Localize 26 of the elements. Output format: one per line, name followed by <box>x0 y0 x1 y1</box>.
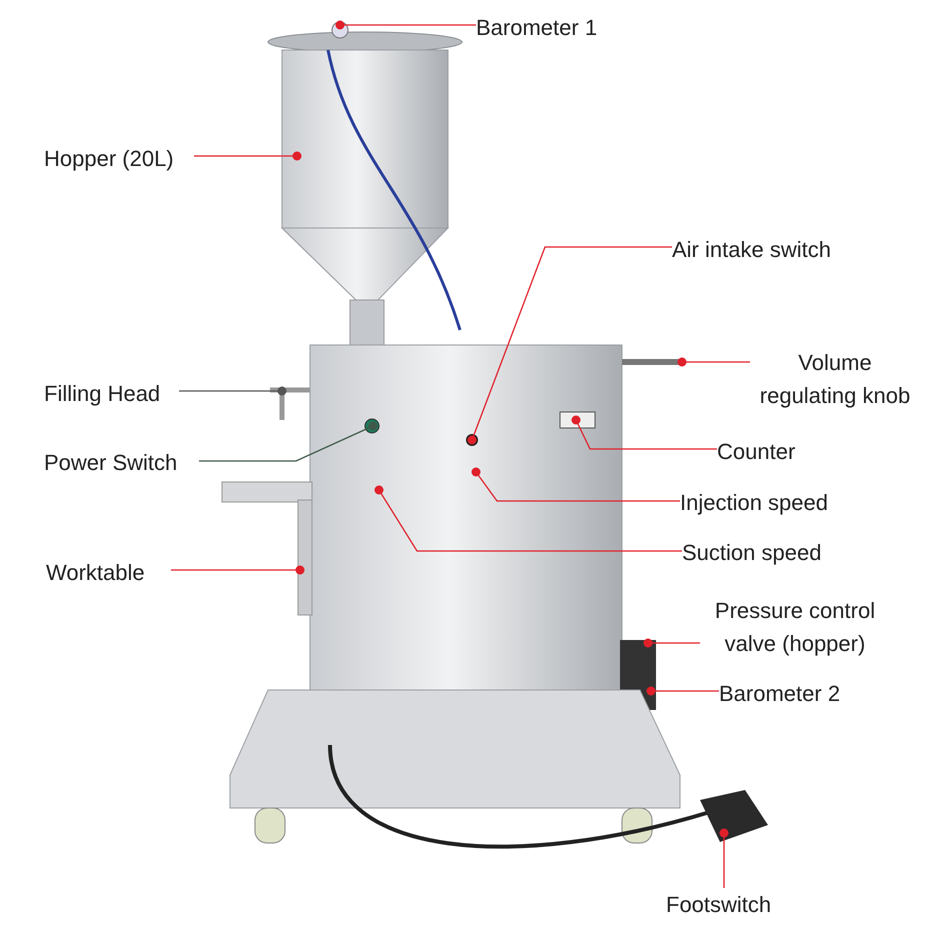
callout-label: Barometer 1 <box>476 11 626 44</box>
callout-label: Power Switch <box>44 446 199 479</box>
callout-label: Filling Head <box>44 377 179 410</box>
callout-label: Pressure control valve (hopper) <box>700 594 890 660</box>
callout-label: Barometer 2 <box>719 677 864 710</box>
callout-label: Injection speed <box>680 486 855 519</box>
callout-label: Air intake switch <box>672 233 862 266</box>
leader-line <box>572 416 717 450</box>
leader-line <box>194 152 302 160</box>
leader-line <box>336 20 476 30</box>
leader-line <box>468 246 672 444</box>
leader-line <box>374 486 682 552</box>
callout-label: Footswitch <box>666 888 791 921</box>
leader-line <box>646 686 719 696</box>
leader-line <box>171 566 304 574</box>
leader-line <box>179 386 286 396</box>
callout-label: Hopper (20L) <box>44 142 194 175</box>
leader-line <box>199 422 378 462</box>
callout-label: Counter <box>717 435 812 468</box>
leader-line <box>678 358 750 366</box>
callout-label: Volume regulating knob <box>750 346 920 412</box>
leader-line <box>720 828 728 888</box>
callout-label: Suction speed <box>682 536 847 569</box>
leader-line <box>644 638 700 648</box>
leader-line <box>472 468 680 502</box>
callout-label: Worktable <box>46 556 171 589</box>
